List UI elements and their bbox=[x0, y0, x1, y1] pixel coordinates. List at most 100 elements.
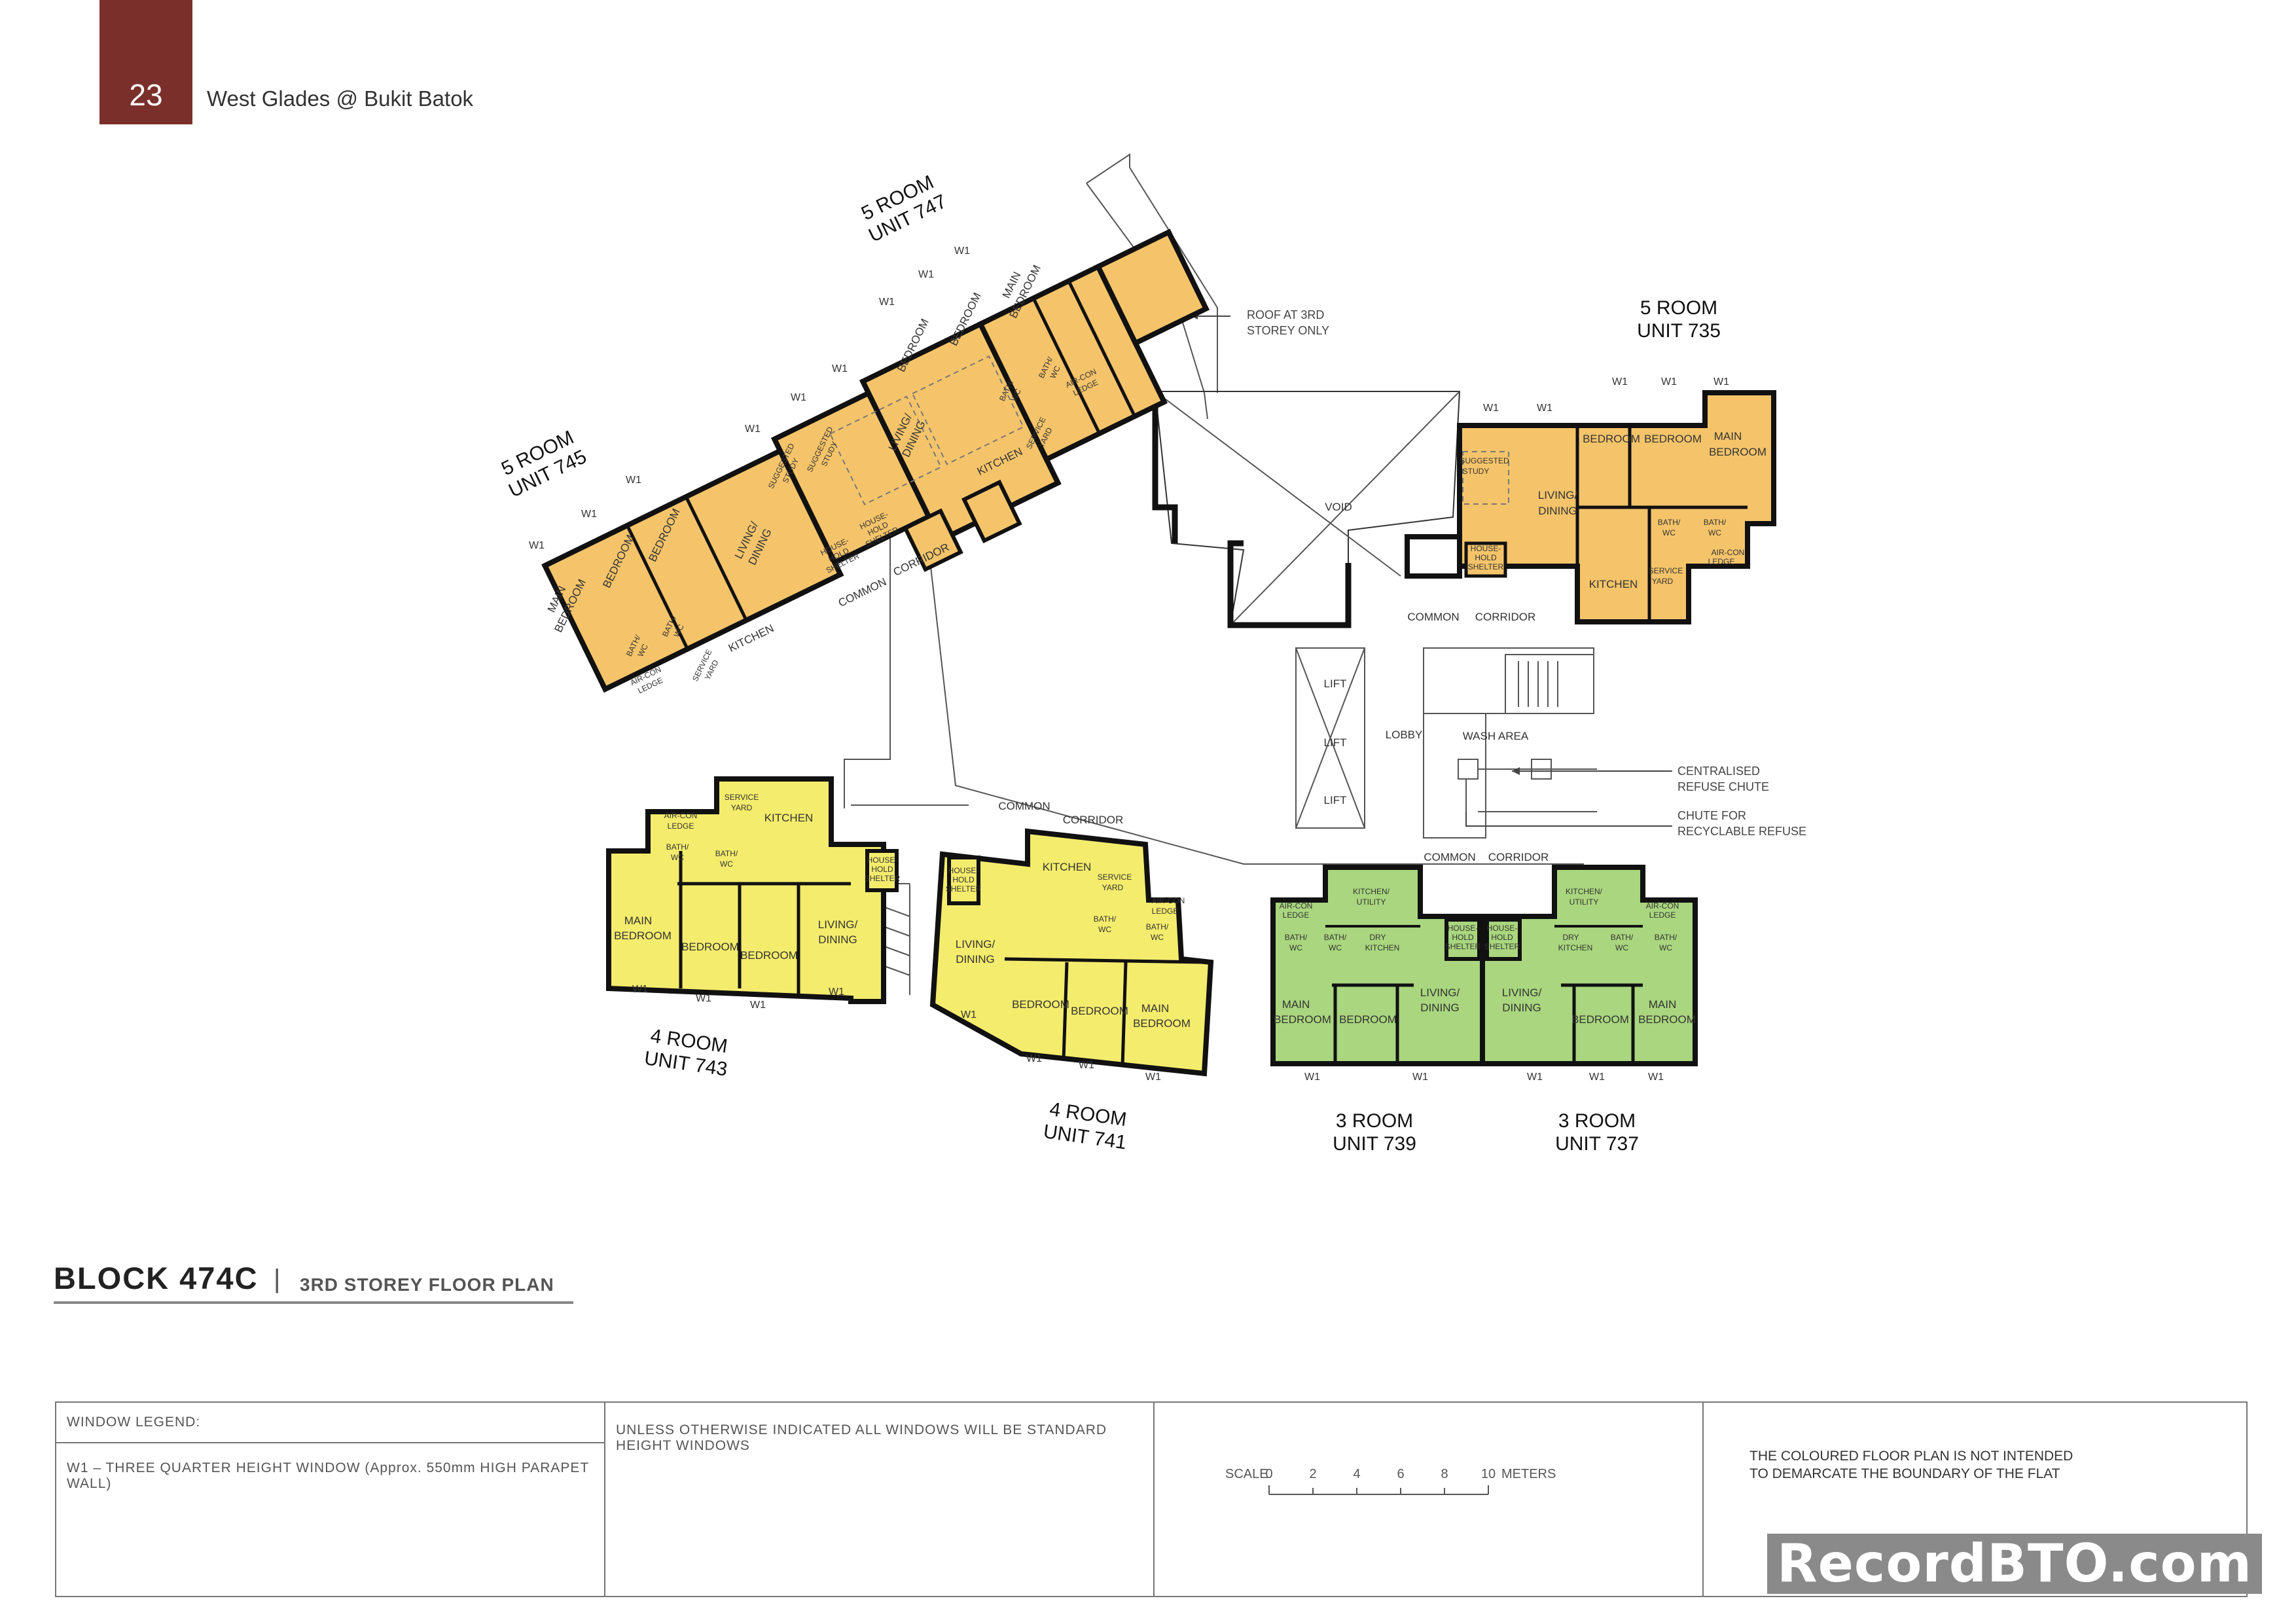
room-label: SUGGESTED bbox=[1460, 456, 1509, 465]
lobby-label: LOBBY bbox=[1386, 729, 1423, 741]
room-label: DRY bbox=[1369, 933, 1386, 942]
room-label: WC bbox=[1151, 933, 1164, 942]
room-label: AIR-CON bbox=[1712, 548, 1745, 557]
room-label: YARD bbox=[1102, 883, 1124, 892]
unit-739-type: 3 ROOM bbox=[1336, 1110, 1413, 1132]
room-label: KITCHEN bbox=[764, 812, 814, 824]
room-label: AIR-CON bbox=[1646, 901, 1679, 911]
room-label: SHELTER bbox=[865, 874, 901, 883]
window-label: W1 bbox=[1648, 1072, 1664, 1083]
corridor-label: COMMON bbox=[998, 800, 1050, 812]
corridor-label: CORRIDOR bbox=[1488, 851, 1549, 863]
room-label: SHELTER bbox=[1445, 942, 1481, 951]
room-label: BATH/ bbox=[1704, 518, 1727, 527]
scale-tick-label: 2 bbox=[1309, 1467, 1316, 1481]
disclaimer-line-1: THE COLOURED FLOOR PLAN IS NOT INTENDED bbox=[1749, 1449, 2073, 1464]
room-label: LIVING/ bbox=[1420, 986, 1460, 999]
room-label: DINING bbox=[956, 953, 995, 965]
room-label: BATH/ bbox=[1658, 518, 1681, 527]
refuse-chute-label: REFUSE CHUTE bbox=[1677, 780, 1769, 793]
room-label: BATH/ bbox=[1094, 914, 1117, 924]
corridor-label: CORRIDOR bbox=[1475, 611, 1536, 623]
room-label: BEDROOM bbox=[1071, 1005, 1128, 1017]
unit-735-type: 5 ROOM bbox=[1640, 297, 1717, 319]
window-label: W1 bbox=[1412, 1072, 1428, 1083]
room-label: WC bbox=[1708, 528, 1721, 537]
room-label: BEDROOM bbox=[1638, 1013, 1696, 1026]
room-label: UTILITY bbox=[1357, 897, 1386, 907]
room-label: HOLD bbox=[871, 865, 893, 874]
room-label: SERVICE bbox=[725, 793, 759, 802]
room-label: BEDROOM bbox=[681, 941, 739, 953]
document-title: West Glades @ Bukit Batok bbox=[207, 86, 474, 111]
unit-735 bbox=[1405, 390, 1776, 624]
watermark: RecordBTO.com bbox=[1767, 1534, 2262, 1594]
room-label: BATH/ bbox=[1655, 933, 1677, 942]
scale-tick-label: 4 bbox=[1353, 1467, 1360, 1481]
room-label: YARD bbox=[731, 803, 753, 812]
scale-bar: SCALE 0 2 4 6 8 10 METERS bbox=[1225, 1467, 1556, 1495]
unit-739 bbox=[1270, 865, 1485, 1066]
recycle-chute-label: CHUTE FOR bbox=[1677, 809, 1746, 822]
room-label: WC bbox=[1615, 943, 1628, 952]
room-label: BEDROOM bbox=[1274, 1013, 1331, 1026]
window-label: W1 bbox=[632, 984, 648, 995]
wash-area-label: WASH AREA bbox=[1463, 730, 1529, 742]
unit-title-741: 4 ROOM UNIT 741 bbox=[1042, 1098, 1128, 1153]
window-label: W1 bbox=[626, 475, 641, 486]
room-label: WC bbox=[671, 853, 684, 862]
room-label: SERVICE bbox=[1098, 873, 1132, 882]
room-label: BATH/ bbox=[715, 849, 738, 858]
unit-739-number: UNIT 739 bbox=[1333, 1133, 1416, 1155]
room-label: KITCHEN bbox=[1558, 943, 1593, 952]
room-label: SHELTER bbox=[1468, 562, 1504, 571]
room-label: KITCHEN/ bbox=[1566, 887, 1603, 896]
room-label: WC bbox=[720, 859, 733, 869]
room-label: SHELTER bbox=[946, 884, 982, 893]
unit-741 bbox=[929, 828, 1214, 1077]
room-label: WC bbox=[1289, 943, 1302, 952]
unit-title-747: 5 ROOM UNIT 747 bbox=[858, 171, 950, 247]
room-label: KITCHEN/ bbox=[1353, 887, 1390, 896]
room-label: BEDROOM bbox=[1012, 998, 1069, 1011]
room-label: LIVING/ bbox=[956, 938, 996, 950]
room-label: MAIN bbox=[1141, 1002, 1170, 1015]
window-label: W1 bbox=[961, 1009, 977, 1020]
standard-windows-note: UNLESS OTHERWISE INDICATED ALL WINDOWS W… bbox=[616, 1422, 1107, 1453]
room-label: LEDGE bbox=[1152, 907, 1179, 916]
corridor-label: COMMON bbox=[836, 575, 889, 609]
window-legend-cell: WINDOW LEGEND: W1 – THREE QUARTER HEIGHT… bbox=[56, 1403, 605, 1596]
room-label: AIR-CON bbox=[1152, 896, 1185, 905]
room-label: YARD bbox=[1652, 577, 1674, 586]
unit-title-743: 4 ROOM UNIT 743 bbox=[643, 1025, 728, 1080]
unit-735-number: UNIT 735 bbox=[1637, 320, 1721, 342]
room-label: BEDROOM bbox=[1709, 446, 1767, 458]
window-label: W1 bbox=[750, 1000, 766, 1011]
refuse-chute-label: CENTRALISED bbox=[1677, 765, 1760, 778]
window-label: W1 bbox=[1145, 1072, 1161, 1083]
title-underline bbox=[54, 1301, 573, 1304]
window-markers: W1 W1 W1 W1 W1 W1 W1 W1 W1 W1 W1 W1 W1 W… bbox=[529, 245, 1729, 1083]
room-label: BEDROOM bbox=[1571, 1013, 1629, 1026]
room-label: BEDROOM bbox=[614, 929, 672, 942]
room-label: AIR-CON bbox=[664, 811, 698, 820]
room-label: WC bbox=[1662, 528, 1676, 537]
lift-label: LIFT bbox=[1324, 677, 1347, 690]
window-label: W1 bbox=[832, 363, 848, 374]
scale-tick-label: 0 bbox=[1265, 1467, 1272, 1481]
scale-cell: SCALE 0 2 4 6 8 10 METERS bbox=[1155, 1403, 1704, 1596]
room-label: HOUSE- bbox=[1448, 924, 1479, 933]
corridor-label: CORRIDOR bbox=[1063, 814, 1124, 826]
room-label: DINING bbox=[1420, 1001, 1460, 1014]
scale-tick-label: 10 bbox=[1481, 1467, 1496, 1481]
room-label: BEDROOM bbox=[1339, 1013, 1397, 1026]
room-label: HOLD bbox=[1491, 933, 1513, 942]
room-label: WC bbox=[1098, 925, 1111, 934]
room-label: HOLD bbox=[952, 875, 975, 884]
room-label: KITCHEN bbox=[1589, 578, 1638, 590]
window-label: W1 bbox=[1483, 403, 1499, 414]
room-label: SHELTER bbox=[1484, 942, 1520, 951]
window-label: W1 bbox=[1713, 376, 1729, 388]
page-number: 23 bbox=[129, 78, 163, 112]
